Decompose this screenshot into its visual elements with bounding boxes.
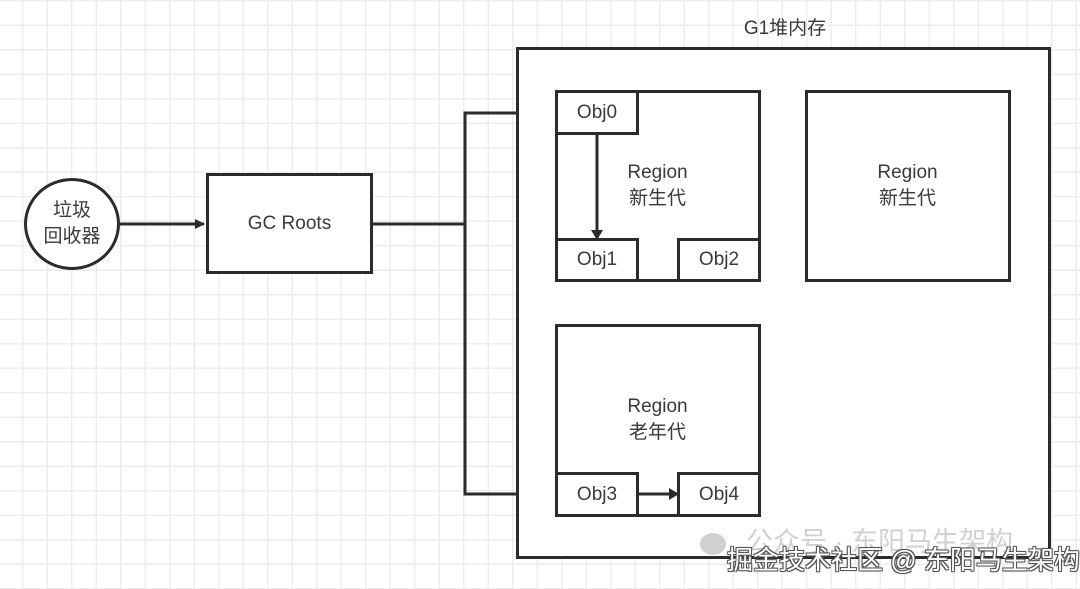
region-old-1-title: Region — [627, 396, 688, 417]
watermark-front: 掘金技术社区 @ 东阳马生架构 — [727, 545, 1080, 575]
object-obj1: Obj1 — [555, 238, 639, 282]
object-obj2: Obj2 — [677, 238, 761, 282]
object-obj4-label: Obj4 — [698, 483, 740, 505]
object-obj0-label: Obj0 — [576, 101, 618, 123]
wechat-icon — [700, 532, 726, 555]
region-young-1-title: Region — [627, 162, 688, 183]
watermark-back-text: 公众号 · 东阳马生架构 — [746, 527, 1013, 557]
heap-title: G1堆内存 — [743, 18, 827, 39]
gc-roots-label: GC Roots — [247, 212, 332, 234]
object-obj4: Obj4 — [677, 472, 761, 517]
gc-roots-node: GC Roots — [206, 173, 373, 274]
garbage-collector-node: 垃圾 回收器 — [24, 178, 120, 270]
object-obj1-label: Obj1 — [576, 249, 618, 270]
region-old-1-generation: 老年代 — [628, 422, 686, 443]
region-young-2-generation: 新生代 — [878, 188, 936, 209]
object-obj0: Obj0 — [555, 90, 639, 135]
watermark-back: 公众号 · 东阳马生架构 — [700, 520, 1013, 559]
object-obj2-label: Obj2 — [698, 249, 740, 270]
garbage-collector-label: 垃圾 回收器 — [43, 200, 101, 247]
object-obj3-label: Obj3 — [576, 483, 618, 505]
region-young-1-generation: 新生代 — [628, 188, 686, 209]
object-obj3: Obj3 — [555, 472, 639, 517]
region-young-2-title: Region — [877, 162, 938, 183]
region-young-2 — [805, 90, 1011, 282]
